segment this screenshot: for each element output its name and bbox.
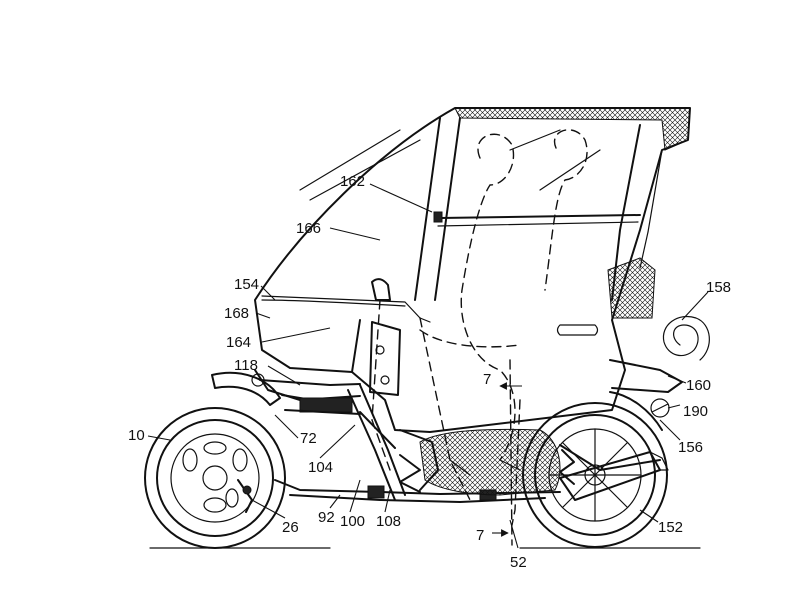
label-168: 168 — [224, 305, 249, 322]
label-10: 10 — [128, 427, 145, 444]
label-154: 154 — [234, 276, 259, 293]
fuel-cap-swirl — [663, 317, 709, 360]
label-166: 166 — [296, 220, 321, 237]
label-100: 100 — [340, 513, 365, 530]
label-152: 152 — [658, 519, 683, 536]
label-118: 118 — [234, 357, 258, 374]
label-160: 160 — [686, 377, 711, 394]
label-104: 104 — [308, 459, 333, 476]
label-26: 26 — [282, 519, 299, 536]
label-72: 72 — [300, 430, 317, 447]
canopy-latch — [434, 212, 442, 222]
label-162: 162 — [340, 173, 365, 190]
front-wheel — [145, 408, 285, 548]
roof-hatching — [455, 108, 690, 150]
label-158: 158 — [706, 279, 731, 296]
label-7-top: 7 — [483, 371, 491, 388]
label-52: 52 — [510, 554, 527, 571]
label-108: 108 — [376, 513, 401, 530]
label-156: 156 — [678, 439, 703, 456]
steering-assembly — [348, 279, 405, 500]
shock-absorber — [300, 398, 352, 412]
label-190: 190 — [683, 403, 708, 420]
rear-panel-hatching — [608, 258, 655, 318]
label-164: 164 — [226, 334, 251, 351]
label-7-bottom: 7 — [476, 527, 484, 544]
label-92: 92 — [318, 509, 335, 526]
